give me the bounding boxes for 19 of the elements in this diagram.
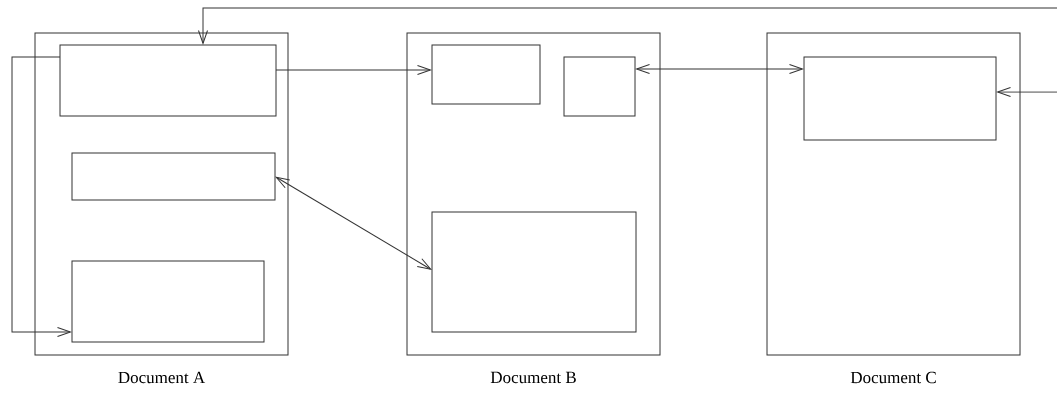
arrow xyxy=(275,176,432,270)
arrow xyxy=(275,65,431,75)
document-box: Document A xyxy=(34,32,289,384)
arrow xyxy=(198,7,1057,44)
node-label: Document B xyxy=(490,371,576,384)
inner-box xyxy=(431,211,637,333)
node-label: Document A xyxy=(118,371,206,384)
document-box: Document B xyxy=(406,32,661,384)
inner-box xyxy=(431,44,541,105)
inner-box xyxy=(59,44,277,117)
inner-box xyxy=(563,56,636,117)
node-label: Document C xyxy=(850,371,936,384)
inner-box xyxy=(71,260,265,343)
document-box: Document C xyxy=(766,32,1021,384)
inner-box xyxy=(71,152,276,201)
arrow xyxy=(636,64,803,74)
arrow xyxy=(997,87,1057,97)
inner-box xyxy=(803,56,997,141)
arrow xyxy=(11,56,71,337)
